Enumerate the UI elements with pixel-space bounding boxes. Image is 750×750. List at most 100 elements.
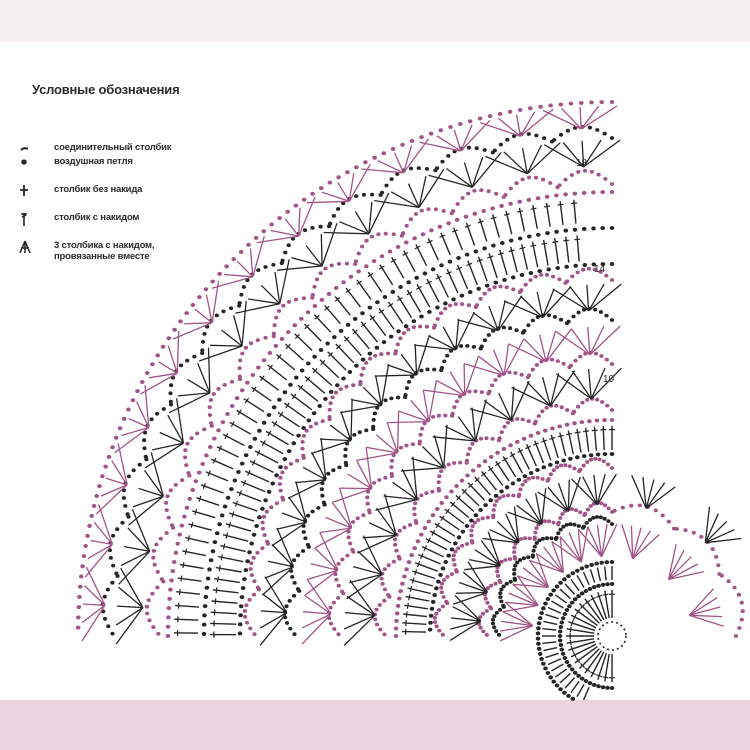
fan-stitch	[536, 291, 544, 318]
chain-stitch	[520, 177, 525, 182]
fan-stitch	[307, 569, 338, 581]
chain-stitch	[564, 321, 570, 326]
chain-stitch	[522, 474, 528, 479]
chain-stitch	[389, 177, 394, 182]
chain-stitch	[404, 567, 409, 572]
chain-stitch	[292, 323, 298, 328]
fan-stitch	[549, 373, 560, 407]
chain-stitch	[492, 285, 497, 290]
fan-stitch	[561, 107, 582, 130]
chain-stitch	[207, 413, 213, 417]
fan-stitch	[428, 380, 438, 422]
chain-stitch	[534, 526, 539, 530]
fan-stitch	[361, 168, 404, 174]
chain-stitch	[497, 496, 502, 500]
chain-stitch	[537, 616, 543, 621]
chain-stitch	[261, 358, 267, 363]
chain-stitch	[430, 489, 435, 494]
chain-stitch	[201, 622, 207, 627]
chain-stitch	[600, 582, 606, 587]
chain-stitch	[552, 315, 558, 319]
chain-stitch	[470, 468, 476, 473]
chain-stitch	[629, 503, 634, 508]
chain-stitch	[166, 606, 172, 611]
chain-stitch	[448, 125, 453, 129]
fan-stitch	[121, 426, 149, 437]
stitch-bar	[468, 483, 474, 489]
chain-stitch	[477, 116, 483, 121]
fan-stitch	[398, 410, 430, 423]
chain-stitch	[312, 284, 317, 289]
stitch-bar	[591, 429, 598, 432]
stitch-bar	[194, 508, 198, 515]
chain-stitch	[602, 503, 608, 508]
chain-stitch	[716, 563, 721, 568]
chain-stitch	[251, 592, 257, 597]
chain-stitch	[271, 331, 276, 336]
chain-stitch	[600, 685, 606, 690]
chain-stitch	[389, 396, 394, 401]
stitch-bar	[602, 676, 609, 679]
fan-stitch	[500, 620, 533, 627]
chain-stitch	[331, 600, 336, 605]
fan-stitch	[127, 527, 151, 552]
chain-stitch	[570, 696, 576, 701]
chain-stitch	[239, 292, 244, 297]
chain-stitch	[319, 297, 325, 302]
chain-stitch	[76, 605, 82, 610]
chain-stitch	[146, 598, 151, 602]
chain-stitch	[485, 586, 490, 590]
chain-stitch	[341, 591, 346, 596]
chain-stitch	[544, 536, 550, 541]
chain-stitch	[243, 614, 248, 619]
chain-stitch	[284, 621, 290, 625]
fan-stitch	[356, 534, 397, 554]
chain-stitch	[336, 632, 341, 637]
chain-stitch	[451, 558, 456, 562]
stitch-bar	[320, 359, 326, 366]
chain-stitch	[533, 274, 538, 279]
chain-stitch	[184, 311, 189, 316]
chain-stitch	[270, 481, 276, 486]
chain-stitch	[200, 461, 205, 466]
fan-stitch	[175, 398, 185, 444]
chain-stitch	[264, 509, 269, 514]
chain-stitch	[699, 534, 704, 539]
chain-stitch	[609, 466, 615, 470]
chain-stitch	[425, 367, 430, 372]
stitch-bar	[268, 364, 273, 371]
fan-stitch	[512, 583, 539, 606]
fan-stitch	[458, 581, 488, 594]
chain-stitch	[260, 520, 265, 525]
chain-stitch	[463, 214, 469, 219]
chain-stitch	[354, 165, 359, 170]
fan-stitch	[270, 229, 299, 237]
chain-stitch	[602, 418, 607, 423]
chain-stitch	[111, 533, 116, 538]
chain-stitch	[548, 462, 553, 467]
chain-stitch	[274, 501, 279, 506]
chain-stitch	[292, 593, 297, 598]
chain-stitch	[460, 543, 465, 548]
stitch-bar	[476, 258, 483, 263]
chain-stitch	[277, 216, 282, 221]
chain-stitch	[283, 465, 289, 470]
chain-stitch	[570, 411, 575, 416]
fan-stitch	[267, 560, 294, 568]
chain-stitch	[196, 470, 202, 475]
chain-stitch	[117, 426, 123, 431]
chain-stitch	[240, 586, 246, 591]
chain-stitch	[261, 514, 266, 519]
chain-stitch	[406, 560, 412, 565]
chain-stitch	[351, 550, 356, 554]
stitch-bar	[238, 490, 242, 497]
chain-stitch	[178, 363, 184, 368]
fan-stitch	[596, 473, 606, 505]
chain-stitch	[540, 409, 545, 414]
stitch-bar	[344, 336, 350, 342]
stitch-bar	[225, 532, 229, 539]
fan-stitch	[415, 334, 431, 376]
chain-stitch	[360, 244, 365, 249]
chain-stitch	[330, 395, 335, 400]
fan-stitch	[587, 526, 603, 557]
